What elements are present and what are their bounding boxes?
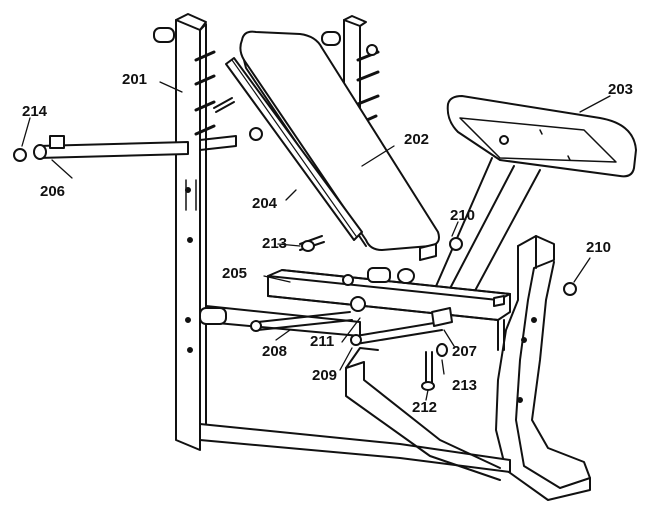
callout-203: 203	[608, 81, 634, 98]
main-frame-tube	[267, 267, 511, 321]
callout-201: 201	[122, 71, 148, 88]
callout-211: 211	[310, 333, 335, 350]
callout-214: 214	[22, 103, 48, 120]
callout-210-right: 210	[586, 239, 612, 256]
callout-212: 212	[412, 399, 438, 416]
weight-rest-bar	[13, 127, 263, 162]
callout-213-lower: 213	[452, 377, 478, 394]
left-upright-post	[153, 13, 216, 451]
leader-lines	[21, 81, 611, 401]
callout-213-left: 213	[262, 235, 288, 252]
callout-206: 206	[40, 183, 66, 200]
base-frame	[199, 347, 511, 481]
callout-210-upper: 210	[450, 207, 476, 224]
callout-207: 207	[452, 343, 478, 360]
callout-209: 209	[312, 367, 338, 384]
rear-leg-assembly	[495, 235, 591, 501]
backrest-frame	[225, 57, 363, 241]
callout-205: 205	[222, 265, 248, 282]
fasteners	[213, 97, 577, 391]
callout-208: 208	[262, 343, 288, 360]
preacher-pad	[429, 95, 637, 301]
callout-202: 202	[404, 131, 430, 148]
callout-204: 204	[252, 195, 278, 212]
